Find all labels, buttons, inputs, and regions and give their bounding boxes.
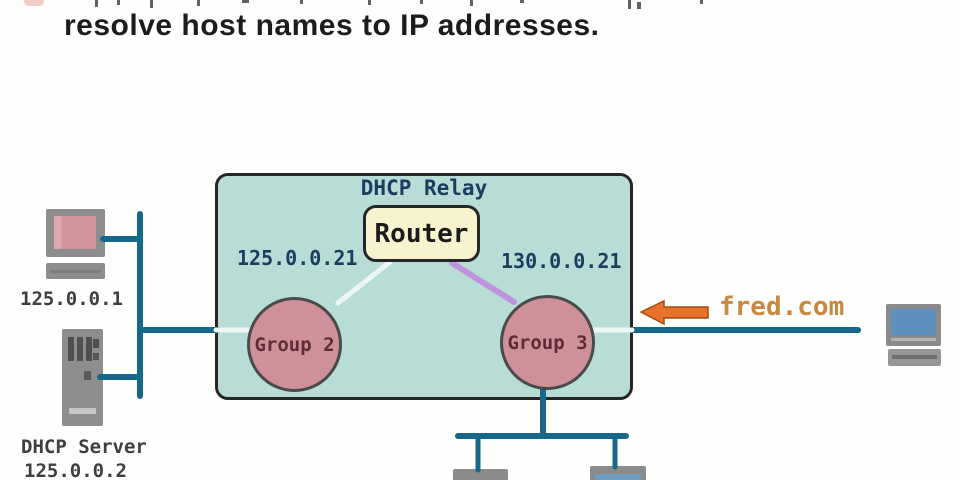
group2-node: Group 2 [247, 297, 342, 392]
letter-fragment [628, 0, 631, 9]
letter-fragment [300, 0, 303, 4]
letter-fragment [470, 0, 473, 6]
server-detail [84, 371, 91, 380]
keyboard-icon [46, 263, 105, 279]
desktop-computer-icon [886, 304, 941, 346]
server-detail [93, 353, 99, 360]
group3-label: Group 3 [507, 331, 588, 354]
base-detail [892, 355, 937, 359]
server-vent [77, 337, 83, 361]
letter-fragment [95, 0, 98, 7]
dhcp-server-label: DHCP Server [21, 436, 147, 458]
computer-base-icon [888, 349, 941, 366]
monitor-top-icon [590, 466, 646, 480]
letter-fragment [150, 0, 153, 8]
server-tower-icon [62, 329, 103, 426]
blue-screen [891, 309, 936, 335]
letter-fragment [420, 0, 423, 4]
server-vent [86, 337, 92, 361]
group2-label: Group 2 [254, 333, 335, 356]
right-interface-ip-label: 130.0.0.21 [501, 249, 622, 273]
letter-fragment [368, 0, 371, 5]
desktop-computer-icon [46, 209, 105, 257]
host-ip-label: 125.0.0.1 [20, 288, 123, 310]
left-interface-ip-label: 125.0.0.21 [237, 246, 358, 270]
keyboard-detail [50, 270, 101, 273]
relay-title: DHCP Relay [360, 176, 488, 200]
server-detail [93, 339, 99, 348]
monitor-bezel-detail [891, 338, 936, 341]
group3-node: Group 3 [500, 295, 595, 390]
letter-fragment [242, 0, 249, 3]
router-to-group3-line [449, 260, 517, 305]
letter-fragment [520, 0, 524, 3]
caption-text: resolve host names to IP addresses. [64, 9, 600, 42]
left-arrow-icon [639, 299, 709, 326]
clipped-red-mark [24, 0, 44, 6]
server-drive-slot [69, 408, 96, 414]
letter-fragment [117, 0, 120, 5]
pink-screen [54, 216, 96, 249]
letter-fragment [700, 0, 703, 4]
server-vent [68, 337, 74, 361]
letter-fragment [637, 2, 641, 9]
letter-fragment [197, 0, 200, 6]
router-to-group2-line [335, 259, 393, 306]
monitor-top-icon [453, 469, 508, 480]
router-label: Router [374, 218, 469, 249]
blue-screen [595, 474, 641, 480]
router-node: Router [363, 205, 480, 262]
dhcp-server-ip-label: 125.0.0.2 [24, 460, 127, 480]
domain-name-label: fred.com [719, 292, 845, 322]
